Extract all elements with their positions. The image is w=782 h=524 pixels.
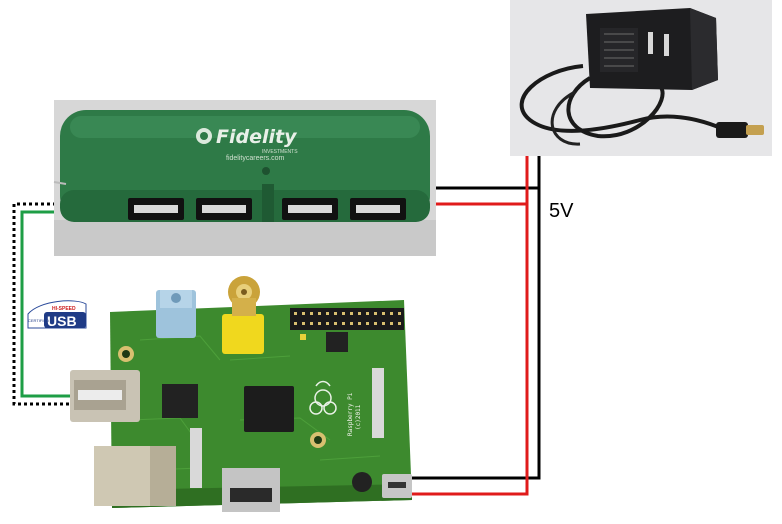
micro-usb-port-opening — [388, 482, 406, 488]
pcb-trace — [229, 355, 291, 361]
adapter-cable — [519, 64, 750, 134]
hub-highlight — [70, 116, 420, 138]
adapter-prong-right — [664, 34, 669, 56]
gpio-pin — [342, 322, 345, 325]
board-model-silk: Raspberry Pi — [347, 392, 354, 436]
hub-upstream-cable — [53, 181, 67, 185]
gpio-pin — [334, 322, 337, 325]
raspberry-logo-leaf — [315, 380, 331, 387]
usb-logo-certified: CERTIFIED — [28, 318, 49, 323]
capacitor — [326, 332, 348, 352]
positive-wire — [412, 202, 529, 496]
gpio-pin — [302, 322, 305, 325]
hub-port-tongue — [356, 205, 400, 213]
hdmi-port-opening — [230, 488, 272, 502]
rca-jack-base — [222, 314, 264, 354]
hub-brand-name: Fidelity — [216, 126, 298, 148]
hub-led — [262, 167, 270, 175]
gpio-header — [290, 308, 404, 330]
usb-cable-data — [20, 210, 70, 398]
gpio-pin — [374, 322, 377, 325]
pcb-trace — [319, 455, 381, 461]
hub-port-tongue — [134, 205, 178, 213]
barrel-plug-tip — [746, 125, 764, 135]
gpio-pin — [382, 312, 385, 315]
ribbon-connector — [372, 368, 384, 438]
gpio-pin — [350, 322, 353, 325]
gpio-pin — [382, 322, 385, 325]
pcb-trace — [139, 335, 221, 361]
mounting-hole-center — [122, 350, 130, 358]
hi-speed-usb-logo-icon: USB HI-SPEED CERTIFIED — [27, 300, 87, 329]
raspberry-pi-board-icon: Raspberry Pi (c)2011 — [70, 276, 412, 512]
usb-logo-badge — [44, 312, 86, 328]
raspberry-logo-icon — [309, 380, 337, 415]
usb-a-port-tongue — [78, 390, 122, 400]
gpio-pin — [366, 312, 369, 315]
raspberry-logo-berry — [309, 401, 323, 415]
gpio-pin — [398, 312, 401, 315]
adapter-cable-loop — [566, 76, 665, 139]
power-adapter-icon — [510, 0, 772, 156]
hub-photo-shadow — [54, 220, 436, 256]
gpio-pin — [358, 312, 361, 315]
hub-port-tongue — [288, 205, 332, 213]
gpio-pin — [390, 322, 393, 325]
gpio-pin — [310, 322, 313, 325]
barrel-plug — [716, 122, 748, 138]
ground-wire — [412, 186, 541, 480]
mounting-hole-center — [314, 436, 322, 444]
raspberry-logo-berry — [314, 389, 332, 407]
gpio-pin — [318, 312, 321, 315]
voltage-label: 5V — [549, 200, 574, 222]
usb-cable-shield — [12, 202, 70, 406]
electrolytic-capacitor — [352, 472, 372, 492]
usb-hub-icon: Fidelity INVESTMENTS fidelitycareers.com — [53, 100, 436, 256]
gpio-pin — [326, 322, 329, 325]
gpio-pin — [302, 312, 305, 315]
gpio-pin — [334, 312, 337, 315]
gpio-pin — [342, 312, 345, 315]
ethernet-port-side — [150, 446, 176, 506]
gpio-pin — [374, 312, 377, 315]
gpio-pin — [358, 322, 361, 325]
usb-logo-speed: HI-SPEED — [52, 306, 76, 312]
raspberry-logo-berry — [323, 401, 337, 415]
hub-ports — [128, 184, 406, 222]
usb-ethernet-chip — [162, 384, 198, 418]
hub-brand-sub: INVESTMENTS — [262, 149, 298, 155]
gpio-pin — [326, 312, 329, 315]
audio-jack-hole — [171, 293, 181, 303]
gpio-pin — [390, 312, 393, 315]
gpio-pin — [310, 312, 313, 315]
adapter-cable-loop-2 — [550, 90, 581, 146]
rca-jack-neck — [232, 298, 256, 316]
rca-jack-pin — [241, 289, 247, 295]
led — [300, 334, 306, 340]
gpio-pin — [294, 312, 297, 315]
hub-brand-emblem-inner — [200, 132, 208, 140]
display-connector — [190, 428, 202, 488]
hub-url: fidelitycareers.com — [226, 155, 285, 162]
gpio-pin — [318, 322, 321, 325]
hub-port-tongue — [202, 205, 246, 213]
gpio-pins — [294, 312, 401, 325]
gpio-pin — [350, 312, 353, 315]
usb-logo-text: USB — [47, 313, 77, 329]
soc-chip — [244, 386, 294, 432]
gpio-pin — [366, 322, 369, 325]
gpio-pin — [294, 322, 297, 325]
adapter-plug-face — [690, 8, 718, 90]
adapter-prong-left — [648, 32, 653, 54]
board-copyright-silk: (c)2011 — [355, 404, 362, 430]
wires — [12, 155, 541, 496]
hub-port-divider — [262, 184, 274, 222]
gpio-pin — [398, 322, 401, 325]
